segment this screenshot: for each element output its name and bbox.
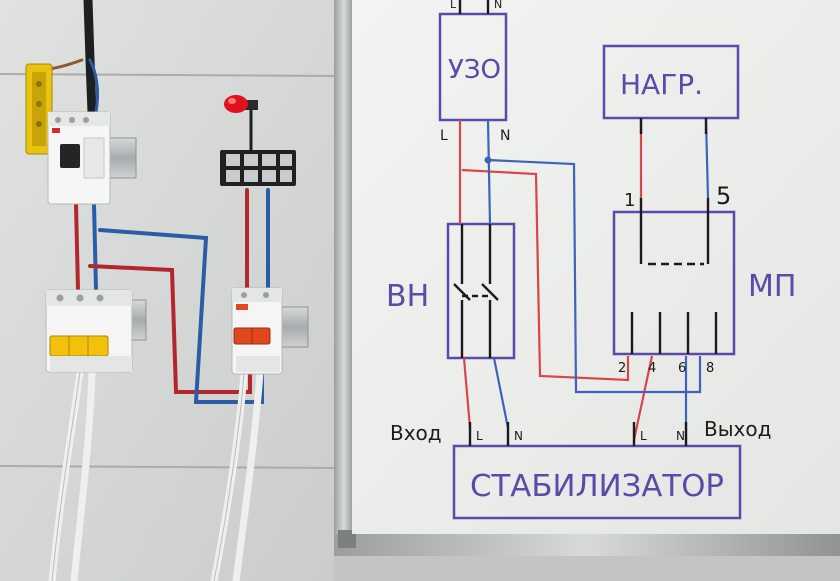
power-terminal-2: 2 xyxy=(618,361,626,376)
output-label: Выход xyxy=(704,417,771,441)
contactor-box xyxy=(612,210,736,356)
rcd-top-l: L xyxy=(450,0,457,11)
wiring-diagram: L N УЗО L N НАГР. ВН МП 1 5 2 4 6 8 Вход… xyxy=(386,0,796,520)
heater-box xyxy=(602,44,740,120)
stab-in-l: L xyxy=(476,429,483,443)
rcd-bottom-n: N xyxy=(500,128,510,144)
two-pole-breaker-photo xyxy=(231,287,283,375)
power-terminal-4: 4 xyxy=(648,361,656,376)
input-label: Вход xyxy=(390,421,442,445)
phase-line xyxy=(458,120,654,441)
switch-box xyxy=(446,222,516,360)
coil-terminal-1: 1 xyxy=(624,190,635,211)
switch-label: ВН xyxy=(386,279,429,314)
power-terminal-8: 8 xyxy=(706,361,714,376)
power-terminal-6: 6 xyxy=(678,361,686,376)
heater-label: НАГР. xyxy=(620,68,703,101)
contactor-label: МП xyxy=(748,269,796,304)
stabilizer-box xyxy=(452,444,742,520)
cable-bundle xyxy=(36,0,270,581)
coil-terminal-5: 5 xyxy=(716,182,731,210)
stab-in-n: N xyxy=(514,429,523,443)
rcbo-breaker-photo xyxy=(47,111,111,205)
terminal-block xyxy=(220,150,296,186)
rcd-box xyxy=(438,12,508,122)
stab-out-n: N xyxy=(676,429,685,443)
stabilizer-label: СТАБИЛИЗАТОР xyxy=(470,469,724,504)
rcd-label: УЗО xyxy=(448,55,501,85)
three-pole-breaker-photo xyxy=(45,289,133,373)
rcd-bottom-l: L xyxy=(440,128,448,144)
din-rail-right xyxy=(281,306,309,348)
yellow-busbar xyxy=(25,63,53,155)
contacts-ink xyxy=(453,0,718,446)
stab-out-l: L xyxy=(640,429,647,443)
red-indicator-lamp xyxy=(224,95,258,113)
rcd-top-n: N xyxy=(494,0,502,11)
